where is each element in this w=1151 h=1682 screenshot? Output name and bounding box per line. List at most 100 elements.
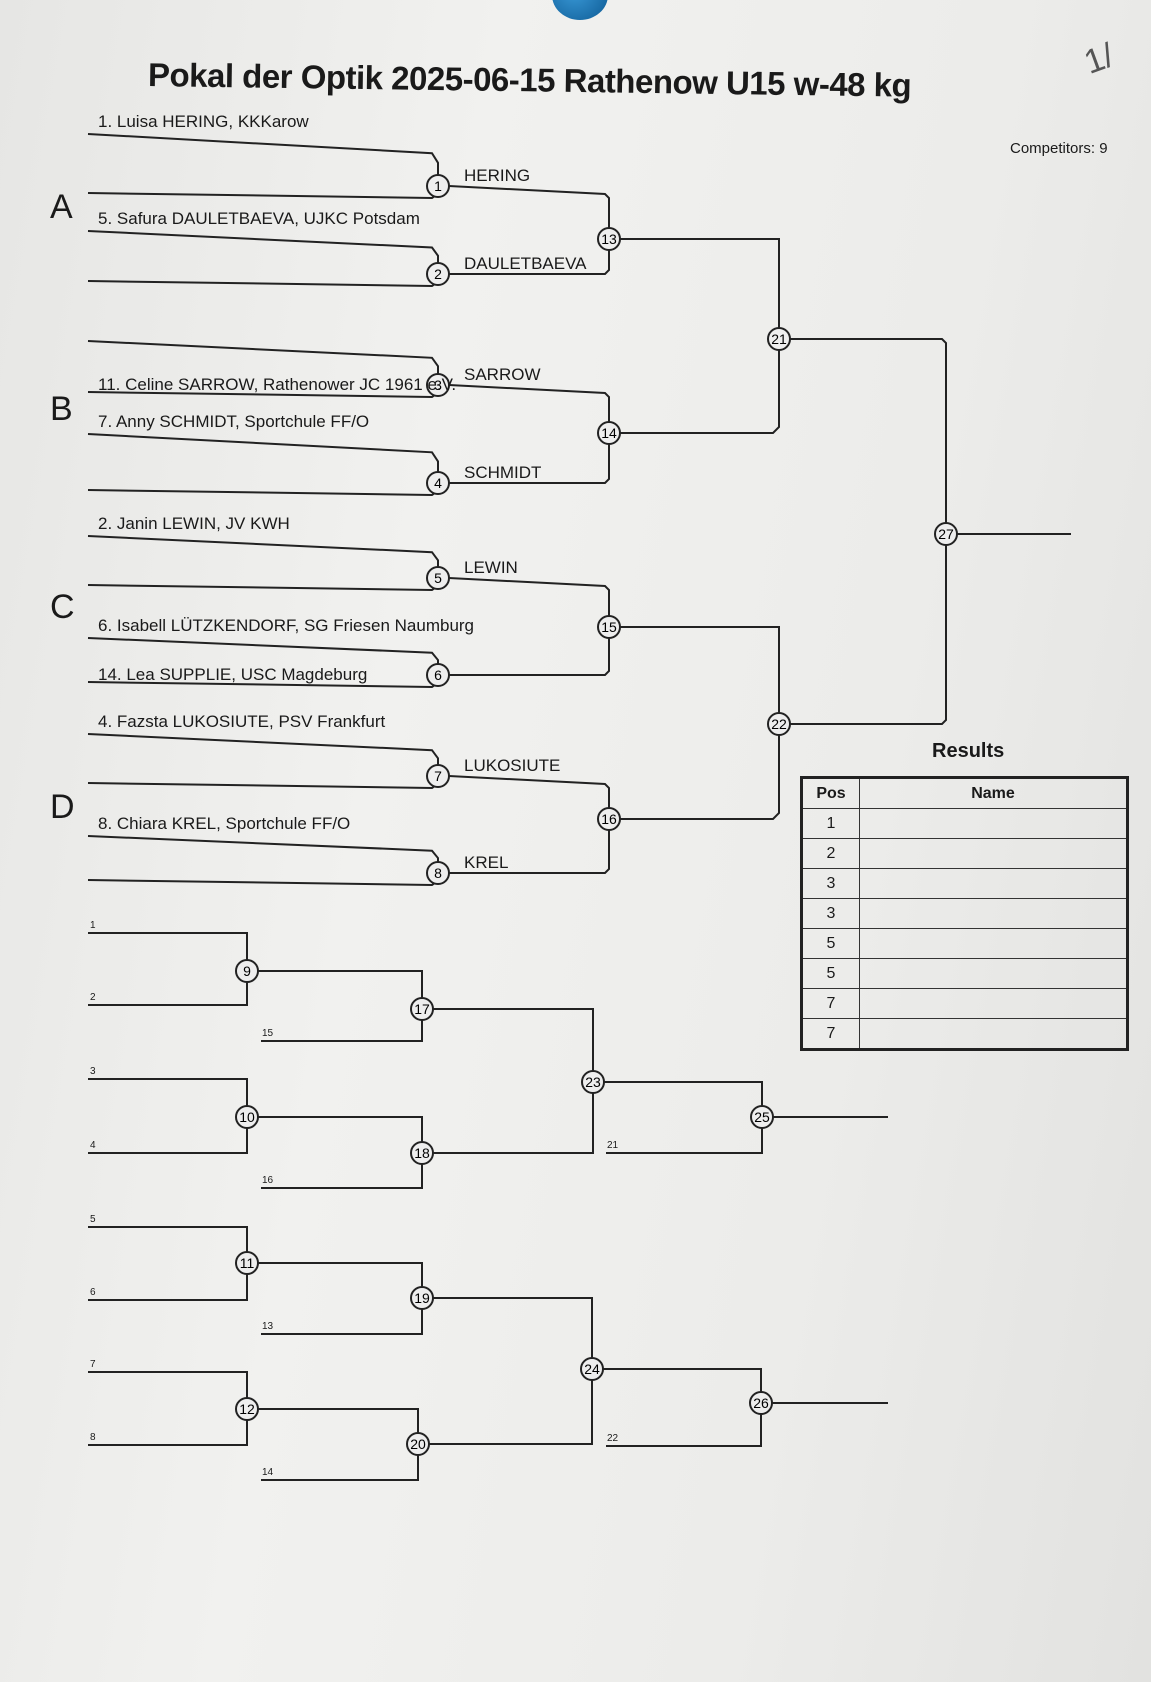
competitor-entry: 8. Chiara KREL, Sportchule FF/O <box>98 814 351 833</box>
result-name-cell[interactable] <box>859 868 1128 899</box>
results-row: 2 <box>801 838 1128 869</box>
result-name-cell[interactable] <box>859 958 1128 989</box>
match-number-12: 12 <box>235 1397 259 1421</box>
winner-name: SCHMIDT <box>464 463 542 482</box>
competitor-entry: 6. Isabell LÜTZKENDORF, SG Friesen Naumb… <box>98 616 475 635</box>
repechage-source-label: 5 <box>90 1214 96 1225</box>
match-number-19: 19 <box>410 1286 434 1310</box>
match-number-2: 2 <box>426 262 450 286</box>
svg-text:15: 15 <box>601 619 617 635</box>
svg-text:17: 17 <box>414 1001 430 1017</box>
match-number-5: 5 <box>426 566 450 590</box>
svg-text:25: 25 <box>754 1109 770 1125</box>
header-pos: Pos <box>801 777 860 809</box>
result-position: 7 <box>801 988 860 1019</box>
results-row: 1 <box>801 808 1128 839</box>
result-name-cell[interactable] <box>859 988 1128 1019</box>
winner-name: LUKOSIUTE <box>464 756 561 775</box>
results-row: 5 <box>801 928 1128 959</box>
match-number-7: 7 <box>426 764 450 788</box>
pool-label-C: C <box>50 588 75 626</box>
results-row: 3 <box>801 868 1128 899</box>
competitor-entry: 1. Luisa HERING, KKKarow <box>98 112 309 131</box>
result-position: 5 <box>801 958 860 989</box>
repechage-source-label: 14 <box>262 1467 274 1478</box>
svg-text:2: 2 <box>434 266 442 282</box>
match-number-17: 17 <box>410 997 434 1021</box>
match-number-13: 13 <box>597 227 621 251</box>
match-number-22: 22 <box>767 712 791 736</box>
pool-label-D: D <box>50 788 75 826</box>
winner-name: KREL <box>464 853 509 872</box>
pool-label-A: A <box>50 188 73 226</box>
competitor-entry: 4. Fazsta LUKOSIUTE, PSV Frankfurt <box>98 712 386 731</box>
bracket-line <box>620 626 780 820</box>
match-number-8: 8 <box>426 861 450 885</box>
results-row: 7 <box>801 988 1128 1019</box>
bracket-line <box>88 1226 248 1301</box>
result-name-cell[interactable] <box>859 808 1128 839</box>
svg-text:8: 8 <box>434 865 442 881</box>
svg-text:19: 19 <box>414 1290 430 1306</box>
results-row: 5 <box>801 958 1128 989</box>
repechage-source-label: 1 <box>90 920 96 931</box>
results-header-row: Pos Name <box>801 777 1128 809</box>
competitor-entry: 5. Safura DAULETBAEVA, UJKC Potsdam <box>98 209 420 228</box>
match-number-4: 4 <box>426 471 450 495</box>
match-number-21: 21 <box>767 327 791 351</box>
bracket-line <box>88 1078 248 1154</box>
repechage-source-label: 7 <box>90 1359 96 1370</box>
match-number-23: 23 <box>581 1070 605 1094</box>
svg-text:21: 21 <box>771 331 787 347</box>
svg-text:13: 13 <box>601 231 617 247</box>
result-name-cell[interactable] <box>859 1018 1128 1050</box>
bracket-line <box>88 1371 248 1446</box>
svg-text:26: 26 <box>753 1395 769 1411</box>
repechage-source-label: 4 <box>90 1140 96 1151</box>
svg-text:24: 24 <box>584 1361 600 1377</box>
results-row: 3 <box>801 898 1128 929</box>
svg-text:12: 12 <box>239 1401 255 1417</box>
push-pin <box>552 0 608 20</box>
svg-text:6: 6 <box>434 667 442 683</box>
winner-name: DAULETBAEVA <box>464 254 587 273</box>
result-position: 7 <box>801 1018 860 1050</box>
match-number-11: 11 <box>235 1251 259 1275</box>
svg-text:7: 7 <box>434 768 442 784</box>
result-name-cell[interactable] <box>859 898 1128 929</box>
svg-text:22: 22 <box>771 716 787 732</box>
svg-text:14: 14 <box>601 425 617 441</box>
repechage-source-label: 16 <box>262 1175 274 1186</box>
svg-text:11: 11 <box>240 1255 255 1271</box>
competitor-entry: 14. Lea SUPPLIE, USC Magdeburg <box>98 665 368 684</box>
bracket-line <box>258 1116 423 1189</box>
repechage-source-label: 15 <box>262 1028 274 1039</box>
match-number-15: 15 <box>597 615 621 639</box>
bracket-line <box>258 1262 423 1335</box>
match-number-10: 10 <box>235 1105 259 1129</box>
svg-text:20: 20 <box>410 1436 426 1452</box>
repechage-source-label: 8 <box>90 1432 96 1443</box>
bracket-line <box>87 733 439 790</box>
result-name-cell[interactable] <box>859 928 1128 959</box>
match-number-3: 3 <box>426 373 450 397</box>
repechage-source-label: 2 <box>90 992 96 1003</box>
match-number-25: 25 <box>750 1105 774 1129</box>
pool-label-B: B <box>50 390 73 428</box>
svg-text:27: 27 <box>938 526 954 542</box>
bracket-line <box>87 133 439 200</box>
match-number-20: 20 <box>406 1432 430 1456</box>
match-number-6: 6 <box>426 663 450 687</box>
svg-text:1: 1 <box>434 178 442 194</box>
competitor-entry: 7. Anny SCHMIDT, Sportchule FF/O <box>98 412 370 431</box>
repechage-source-label: 21 <box>607 1140 619 1151</box>
repechage-source-label: 6 <box>90 1287 96 1298</box>
bracket-line <box>258 970 423 1042</box>
result-name-cell[interactable] <box>859 838 1128 869</box>
match-number-14: 14 <box>597 421 621 445</box>
match-number-18: 18 <box>410 1141 434 1165</box>
bracket-line <box>790 338 947 725</box>
match-number-26: 26 <box>749 1391 773 1415</box>
winner-name: HERING <box>464 166 531 185</box>
